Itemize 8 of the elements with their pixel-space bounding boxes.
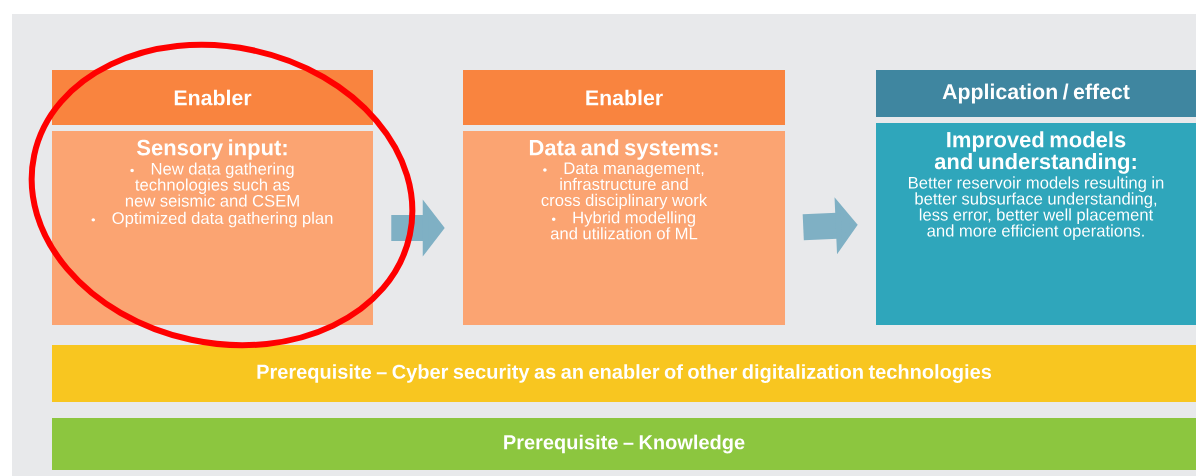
- prerequisite-band: Prerequisite – Cyber security as an enabler of other digitalization technologies: [52, 345, 1196, 402]
- header-box: Application / effect: [876, 70, 1196, 117]
- content-box: Improved models and understanding: Better reservoir models resulting in better subsurface understanding, less error, better well placement and more efficient operations.: [876, 123, 1196, 325]
- header-box: Enabler: [52, 70, 373, 125]
- content-box: Data and systems: Data management, infrastructure and cross disciplinary work Hybrid modelling and utilization of ML: [463, 131, 785, 325]
- content-box: Sensory input: New data gathering technologies such as new seismic and CSEM Optimized data gathering plan: [52, 131, 373, 325]
- header-box: Enabler: [463, 70, 785, 125]
- prerequisite-band: Prerequisite – Knowledge: [52, 418, 1196, 470]
